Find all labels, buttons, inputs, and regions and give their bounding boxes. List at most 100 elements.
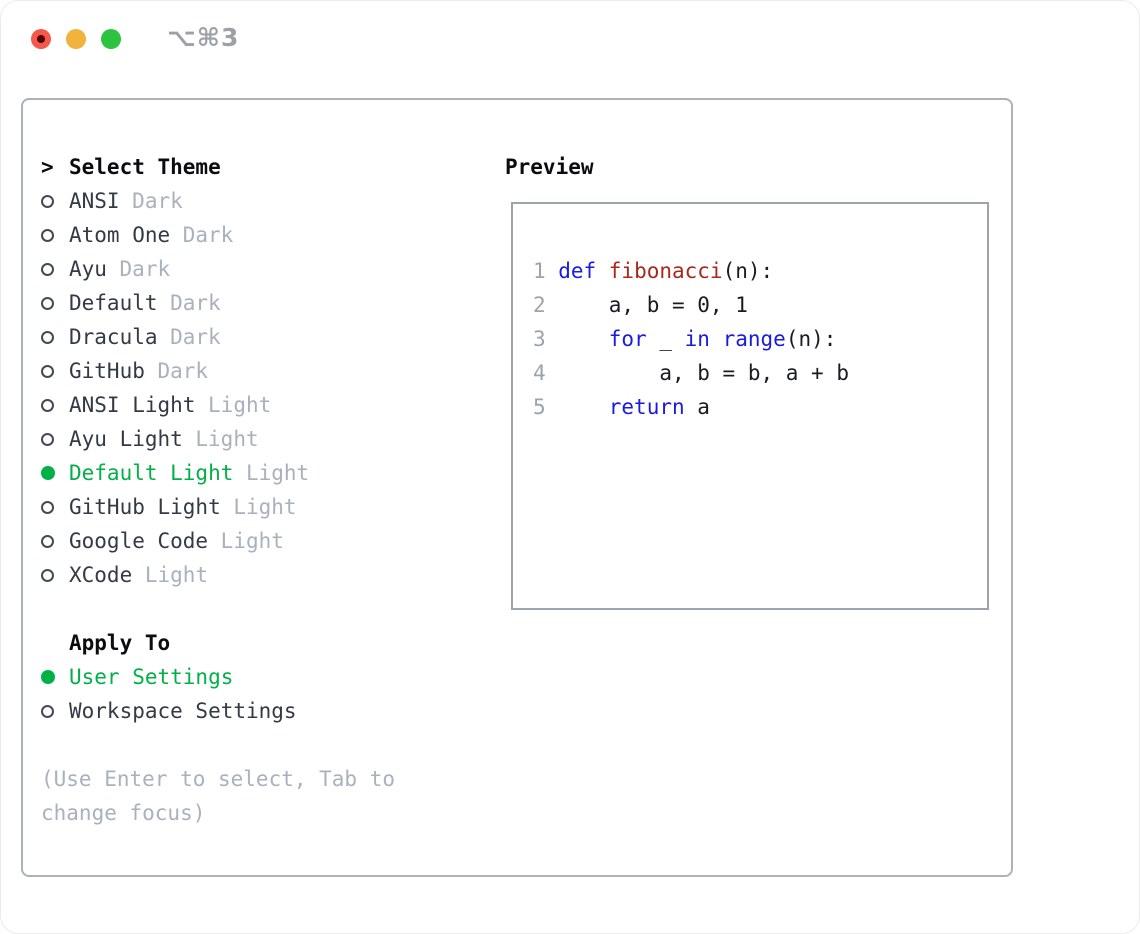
apply-option-workspace-settings[interactable]: Workspace Settings	[41, 694, 461, 728]
code-token: a	[684, 395, 710, 419]
apply-to-title: Apply To	[69, 631, 171, 655]
theme-variant-label: Dark	[119, 257, 171, 281]
theme-variant-label: Light	[220, 529, 284, 553]
apply-to-header: Apply To	[41, 626, 461, 660]
line-number: 2	[533, 293, 546, 317]
radio-cell	[41, 500, 69, 514]
theme-option-label: Dracula	[69, 325, 158, 349]
radio-selected-icon	[41, 466, 55, 480]
titlebar: ⌥⌘3	[1, 1, 1139, 77]
radio-cell	[41, 534, 69, 548]
code-token: fibonacci	[608, 259, 723, 283]
window-shortcut-label: ⌥⌘3	[167, 23, 240, 52]
theme-variant-label: Dark	[170, 325, 221, 349]
code-line: 1 def fibonacci(n):	[533, 254, 987, 288]
theme-option-label: GitHub	[69, 359, 145, 383]
radio-cell	[41, 194, 69, 208]
radio-unselected-icon	[41, 500, 54, 514]
select-theme-header: > Select Theme	[41, 150, 461, 184]
radio-cell	[41, 670, 69, 684]
theme-option-label: ANSI Light	[69, 393, 196, 417]
radio-unselected-icon	[41, 330, 54, 344]
code-token	[596, 254, 609, 288]
radio-selected-icon	[41, 670, 55, 684]
theme-option-google-code[interactable]: Google Code Light	[41, 524, 461, 558]
theme-option-label: Ayu	[69, 257, 107, 281]
radio-unselected-icon	[41, 432, 54, 446]
keyboard-hint: (Use Enter to select, Tab to change focu…	[41, 767, 396, 825]
theme-option-ayu[interactable]: Ayu Dark	[41, 252, 461, 286]
radio-cell	[41, 262, 69, 276]
theme-variant-label: Light	[208, 393, 272, 417]
code-line: 2 a, b = 0, 1	[533, 288, 987, 322]
theme-option-github[interactable]: GitHub Dark	[41, 354, 461, 388]
code-line: 4 a, b = b, a + b	[533, 356, 987, 390]
preview-title: Preview	[505, 155, 594, 179]
line-number: 1	[533, 259, 546, 283]
apply-option-label: User Settings	[69, 665, 234, 689]
code-token: a, b = b, a + b	[558, 361, 849, 385]
traffic-lights	[31, 29, 121, 49]
code-line: 5 return a	[533, 390, 987, 424]
line-number: 3	[533, 327, 546, 351]
line-number: 4	[533, 361, 546, 385]
radio-cell	[41, 330, 69, 344]
close-button-icon[interactable]	[31, 29, 51, 49]
radio-cell	[41, 228, 69, 242]
record-dot-icon	[37, 35, 45, 43]
radio-unselected-icon	[41, 364, 54, 378]
radio-cell	[41, 432, 69, 446]
radio-cell	[41, 296, 69, 310]
radio-cell	[41, 704, 69, 718]
theme-option-label: Default	[69, 291, 158, 315]
minimize-button-icon[interactable]	[66, 29, 86, 49]
code-token: (n):	[785, 327, 837, 351]
radio-cell	[41, 398, 69, 412]
theme-variant-label: Light	[195, 427, 259, 451]
zoom-button-icon[interactable]	[101, 29, 121, 49]
theme-option-label: Ayu Light	[69, 427, 183, 451]
code-token: def	[558, 259, 597, 283]
apply-option-user-settings[interactable]: User Settings	[41, 660, 461, 694]
radio-unselected-icon	[41, 534, 54, 548]
code-token: return	[608, 395, 685, 419]
radio-unselected-icon	[41, 704, 54, 718]
radio-unselected-icon	[41, 296, 54, 310]
code-token: in	[684, 327, 710, 351]
theme-option-label: Default Light	[69, 461, 234, 485]
theme-option-ansi-light[interactable]: ANSI Light Light	[41, 388, 461, 422]
radio-cell	[41, 364, 69, 378]
theme-option-label: Google Code	[69, 529, 209, 553]
theme-option-default-light[interactable]: Default Light Light	[41, 456, 461, 490]
apply-option-label: Workspace Settings	[69, 699, 297, 723]
theme-option-dracula[interactable]: Dracula Dark	[41, 320, 461, 354]
radio-unselected-icon	[41, 228, 54, 242]
code-token: range	[722, 327, 786, 351]
select-theme-title: Select Theme	[69, 155, 221, 179]
code-token: (n):	[722, 259, 774, 283]
line-number: 5	[533, 395, 546, 419]
code-token: for	[608, 327, 647, 351]
code-token	[710, 322, 723, 356]
radio-unselected-icon	[41, 194, 54, 208]
theme-option-label: XCode	[69, 563, 133, 587]
theme-option-ayu-light[interactable]: Ayu Light Light	[41, 422, 461, 456]
theme-variant-label: Light	[245, 461, 310, 485]
theme-variant-label: Dark	[182, 223, 234, 247]
radio-unselected-icon	[41, 262, 54, 276]
theme-variant-label: Dark	[157, 359, 209, 383]
radio-cell	[41, 466, 69, 480]
radio-unselected-icon	[41, 568, 54, 582]
